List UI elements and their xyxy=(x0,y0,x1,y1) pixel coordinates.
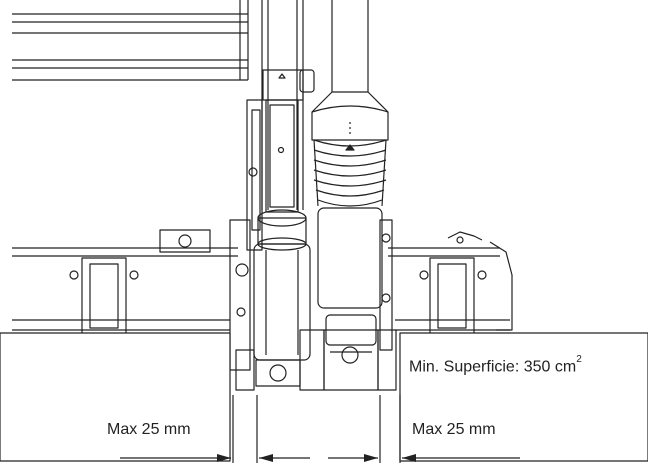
uprights xyxy=(246,0,315,251)
top-rails xyxy=(12,0,249,81)
spring-pole xyxy=(311,0,389,346)
base-blocks xyxy=(235,329,397,391)
right-clearance-label: Max 25 mm xyxy=(412,421,496,438)
surface-area-label: Min. Superficie: 350 cm2 xyxy=(409,354,582,376)
dimension-arrows xyxy=(217,454,416,462)
surface-area-exponent: 2 xyxy=(576,354,582,365)
crossbeam-right xyxy=(379,219,513,351)
left-clearance-label: Max 25 mm xyxy=(107,421,191,438)
floor-surfaces xyxy=(0,332,648,462)
crossbeam-left xyxy=(12,219,251,371)
surface-area-text: Min. Superficie: 350 cm xyxy=(409,358,577,376)
